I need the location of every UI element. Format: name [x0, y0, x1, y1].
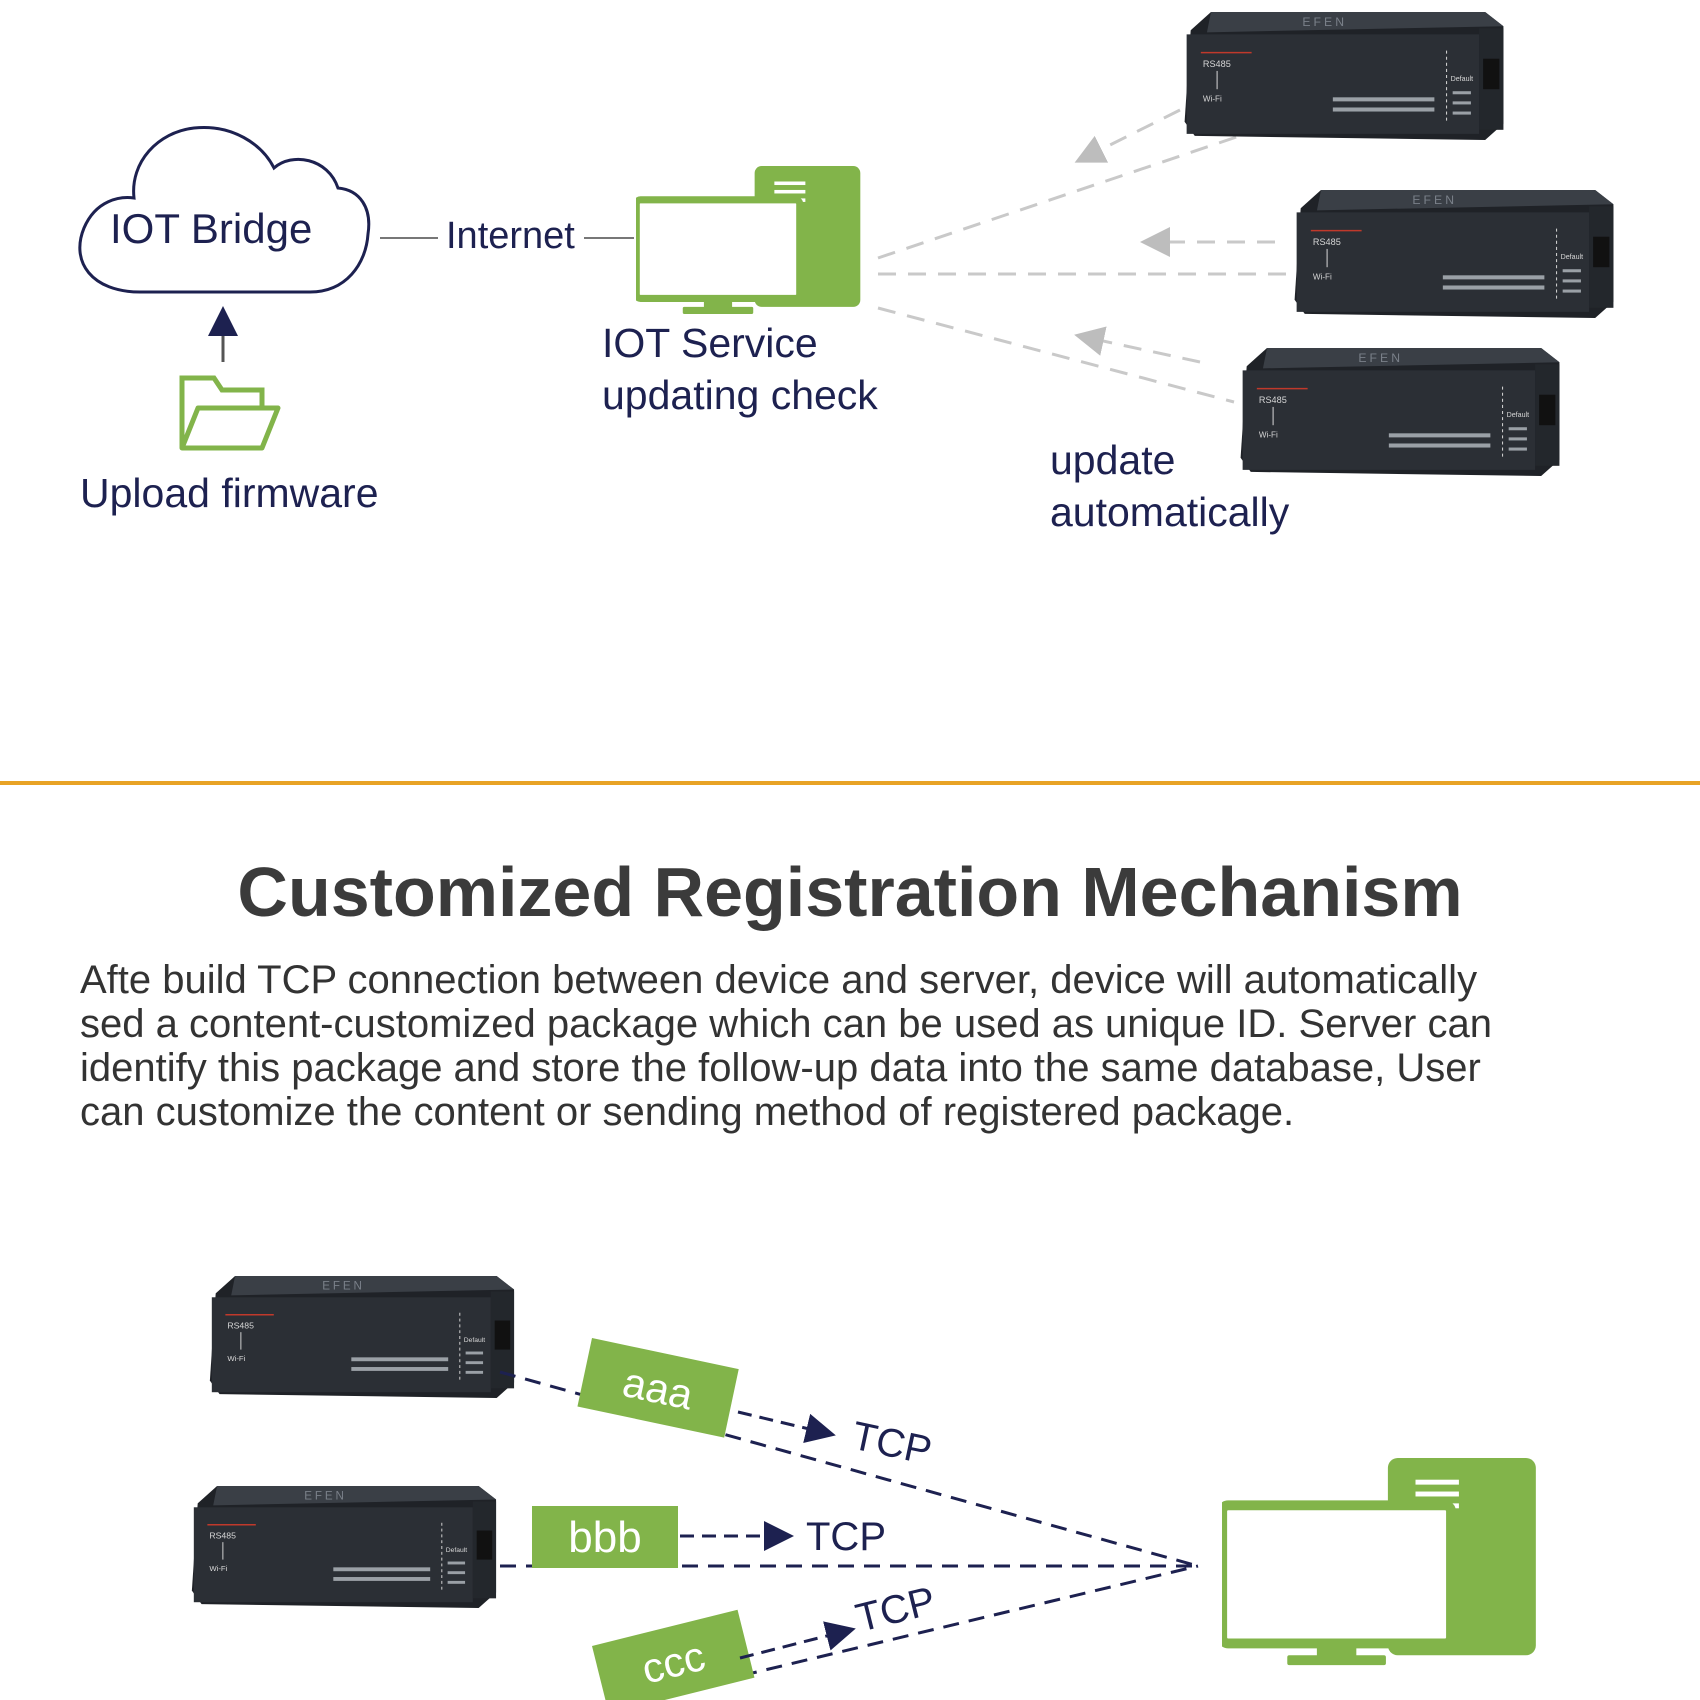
cloud-label: IOT Bridge	[110, 205, 313, 252]
service-label-line1: IOT Service	[602, 320, 818, 366]
device-bottom-1	[209, 1275, 515, 1399]
section-title: Customized Registration Mechanism	[237, 853, 1463, 931]
description-line: can customize the content or sending met…	[80, 1090, 1295, 1134]
package-tag-aaa: aaa	[577, 1338, 739, 1438]
upload-label: Upload firmware	[80, 470, 379, 516]
device-top-1	[1183, 11, 1505, 141]
internet-label: Internet	[446, 215, 575, 257]
update-label-line2: automatically	[1050, 489, 1290, 535]
device-bottom-2	[191, 1485, 497, 1609]
service-label-line2: updating check	[602, 372, 878, 418]
description-line: sed a content-customized package which c…	[80, 1002, 1492, 1046]
package-bbb-label: bbb	[568, 1513, 641, 1562]
package-tag-bbb	[532, 1506, 678, 1568]
server-computer-icon	[1222, 1458, 1536, 1665]
device-top-2	[1293, 189, 1615, 319]
description-line: Afte build TCP connection between device…	[80, 958, 1478, 1002]
cloud-shape	[78, 125, 371, 294]
folder-icon	[179, 375, 281, 451]
update-label-line1: update	[1050, 437, 1176, 483]
service-label: IOT Service updating check	[602, 317, 878, 421]
update-label: update automatically	[1050, 434, 1289, 538]
section-description: Afte build TCP connection between device…	[80, 958, 1640, 1134]
tcp-label-1: TCP	[848, 1414, 935, 1474]
service-computer-icon	[636, 166, 860, 314]
description-line: identify this package and store the foll…	[80, 1046, 1481, 1090]
tcp-label-2: TCP	[806, 1515, 886, 1559]
section-divider	[0, 781, 1700, 785]
package-tag-ccc: ccc	[592, 1609, 755, 1700]
